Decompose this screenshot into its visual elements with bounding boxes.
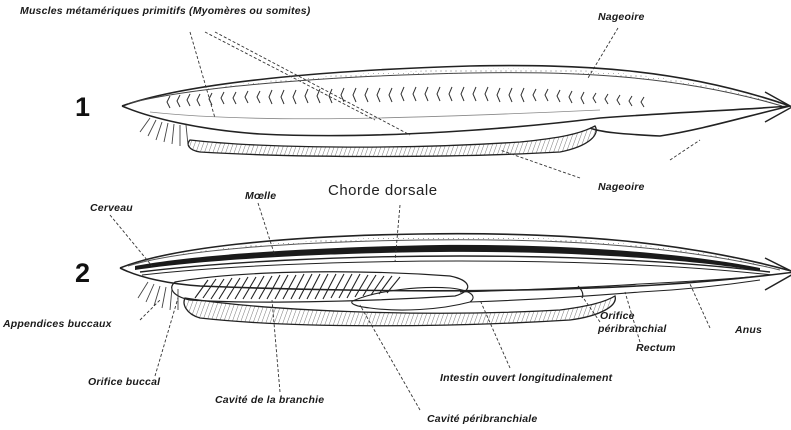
label-myomeres: Muscles métamériques primitifs (Myomères… xyxy=(20,5,311,17)
label-fin-top: Nageoire xyxy=(598,11,645,23)
label-notochord: Chorde dorsale xyxy=(328,182,438,199)
label-brain: Cerveau xyxy=(90,202,133,214)
figure2-body xyxy=(120,234,791,326)
label-gill-cavity: Cavité de la branchie xyxy=(215,394,324,406)
label-peribranchial-orifice-line1: Orifice xyxy=(600,310,635,322)
label-spinal-cord: Mœlle xyxy=(245,190,276,202)
label-peribranchial-orifice-line2: péribranchial xyxy=(598,323,667,335)
label-anus: Anus xyxy=(735,324,762,336)
label-fin-bottom: Nageoire xyxy=(598,181,645,193)
label-oral-appendages: Appendices buccaux xyxy=(3,318,112,330)
label-oral-orifice: Orifice buccal xyxy=(88,376,160,388)
label-rectum: Rectum xyxy=(636,342,676,354)
figure-number-1: 1 xyxy=(75,92,90,123)
label-intestine: Intestin ouvert longitudinalement xyxy=(440,372,612,384)
label-peribranchial-cavity: Cavité péribranchiale xyxy=(427,413,537,425)
figure1-body xyxy=(122,66,791,157)
figure-number-2: 2 xyxy=(75,258,90,289)
